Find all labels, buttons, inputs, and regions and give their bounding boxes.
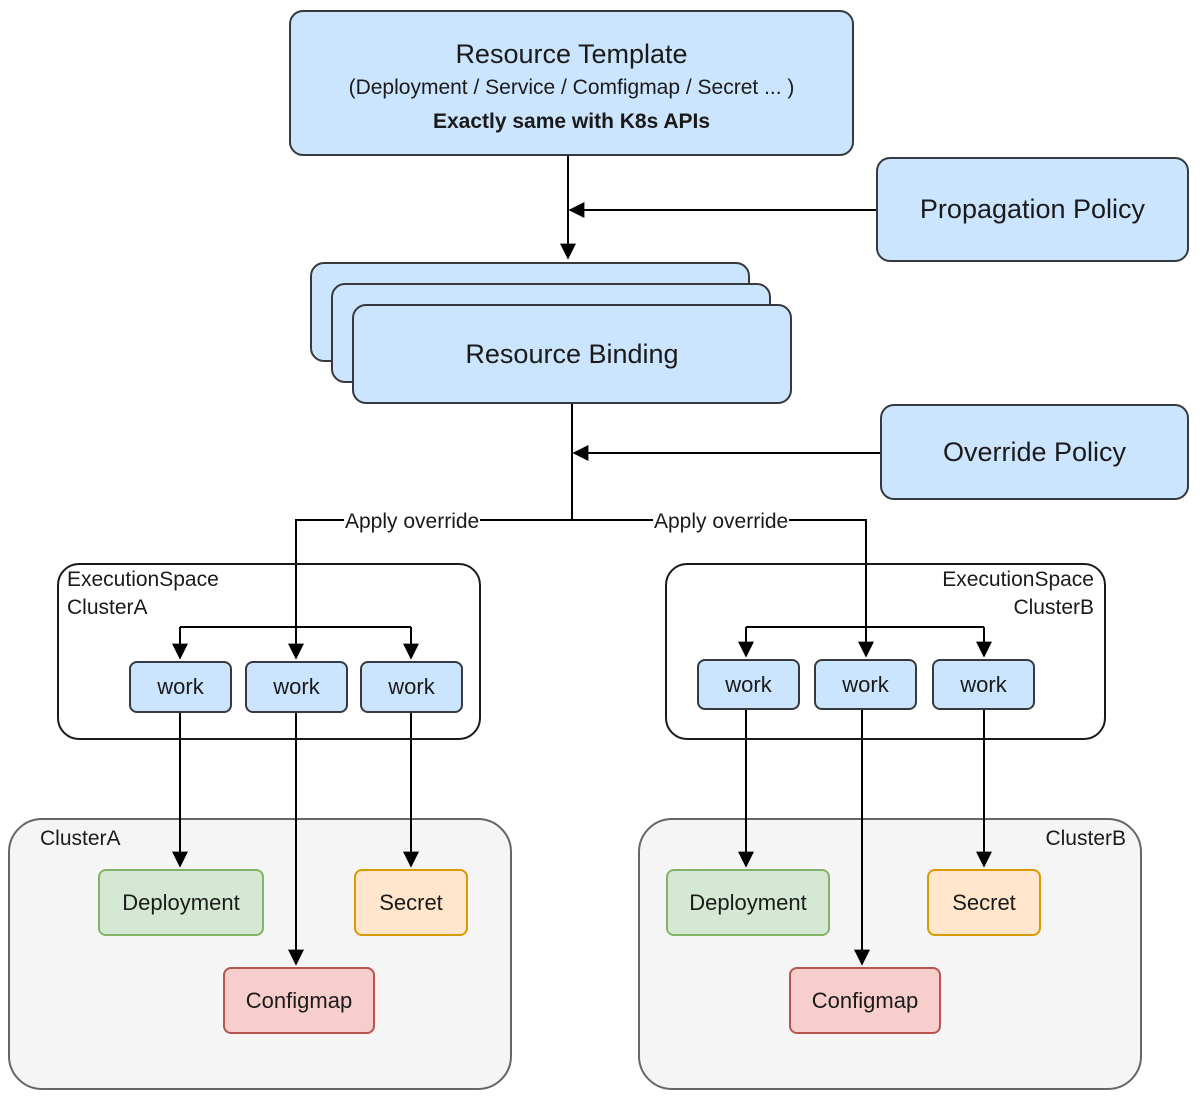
execution-space-cluster-a	[57, 563, 481, 740]
execution-space-a-title: ExecutionSpace	[67, 568, 219, 591]
work-b2-label: work	[842, 671, 889, 697]
apply-override-label-left: Apply override	[344, 510, 481, 534]
work-a2-label: work	[273, 674, 320, 699]
work-b1-label: work	[725, 671, 772, 697]
work-a1: work	[129, 661, 232, 713]
cluster-b-label: ClusterB	[1045, 827, 1126, 850]
cluster-b-secret-label: Secret	[952, 889, 1016, 915]
cluster-a-deployment: Deployment	[98, 869, 264, 936]
cluster-a-configmap: Configmap	[223, 967, 375, 1034]
propagation-policy-label: Propagation Policy	[919, 194, 1146, 224]
resource-template-note: Exactly same with K8s APIs	[432, 110, 711, 133]
work-b1: work	[697, 659, 800, 710]
cluster-a-configmap-label: Configmap	[245, 987, 353, 1013]
cluster-a-container	[8, 818, 512, 1090]
override-policy-label: Override Policy	[942, 436, 1127, 467]
resource-binding-box: Resource Binding	[352, 304, 792, 404]
resource-template-box: Resource Template (Deployment / Service …	[289, 10, 854, 156]
cluster-b-deployment-label: Deployment	[689, 889, 807, 915]
execution-space-a-cluster: ClusterA	[67, 596, 148, 619]
execution-space-cluster-b	[665, 563, 1106, 740]
cluster-a-label: ClusterA	[40, 827, 121, 850]
cluster-b-configmap: Configmap	[789, 967, 941, 1034]
work-b3: work	[932, 659, 1035, 710]
cluster-b-secret: Secret	[927, 869, 1041, 936]
cluster-b-container	[638, 818, 1142, 1090]
work-b3-label: work	[960, 671, 1007, 697]
work-a2: work	[245, 661, 348, 713]
resource-template-title: Resource Template	[455, 39, 688, 69]
work-a3: work	[360, 661, 463, 713]
cluster-b-deployment: Deployment	[666, 869, 830, 936]
cluster-a-secret-label: Secret	[379, 889, 443, 915]
work-a3-label: work	[388, 674, 435, 699]
override-policy-box: Override Policy	[880, 404, 1189, 500]
execution-space-b-title: ExecutionSpace	[942, 568, 1094, 591]
cluster-a-secret: Secret	[354, 869, 468, 936]
execution-space-b-cluster: ClusterB	[1013, 596, 1094, 619]
cluster-a-deployment-label: Deployment	[122, 889, 240, 915]
resource-template-subtitle: (Deployment / Service / Comfigmap / Secr…	[348, 76, 795, 99]
propagation-policy-box: Propagation Policy	[876, 157, 1189, 262]
work-b2: work	[814, 659, 917, 710]
cluster-b-configmap-label: Configmap	[811, 987, 919, 1013]
resource-binding-label: Resource Binding	[465, 338, 679, 369]
work-a1-label: work	[157, 674, 204, 699]
apply-override-label-right: Apply override	[653, 510, 790, 534]
